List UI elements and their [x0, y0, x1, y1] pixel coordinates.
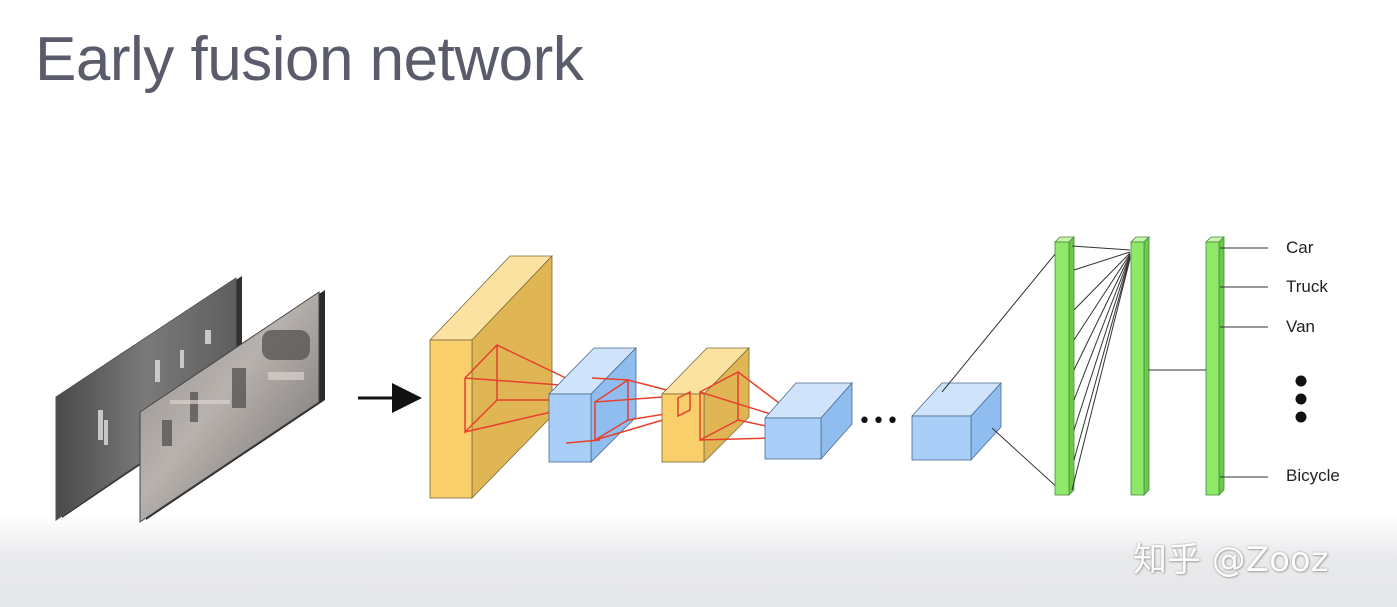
class-label-car: Car — [1286, 238, 1314, 257]
conv-block-2 — [661, 347, 750, 463]
class-list-ellipsis — [1295, 375, 1307, 423]
class-label-bicycle: Bicycle — [1286, 466, 1340, 485]
fc-layer-output — [1205, 236, 1225, 496]
output-class-lines — [1220, 247, 1268, 478]
feature-map-1 — [548, 347, 637, 463]
flatten-connections — [941, 247, 1061, 491]
class-label-van: Van — [1286, 317, 1315, 336]
fc-layer-1 — [1054, 236, 1075, 496]
conv-block-1 — [429, 255, 553, 499]
slide-title: Early fusion network — [35, 25, 584, 94]
feature-map-2 — [764, 381, 853, 461]
layer-ellipsis: ••• — [858, 409, 900, 434]
receptive-field-1 — [464, 343, 571, 434]
fc-layer-2 — [1130, 236, 1150, 496]
class-label-truck: Truck — [1286, 277, 1328, 296]
feature-map-3 — [911, 381, 1002, 462]
watermark: 知乎 @Zooz — [1133, 540, 1329, 580]
fc-connections — [1071, 245, 1206, 491]
slide-footer-band — [0, 515, 1397, 607]
rgb-input-frame — [139, 290, 325, 523]
